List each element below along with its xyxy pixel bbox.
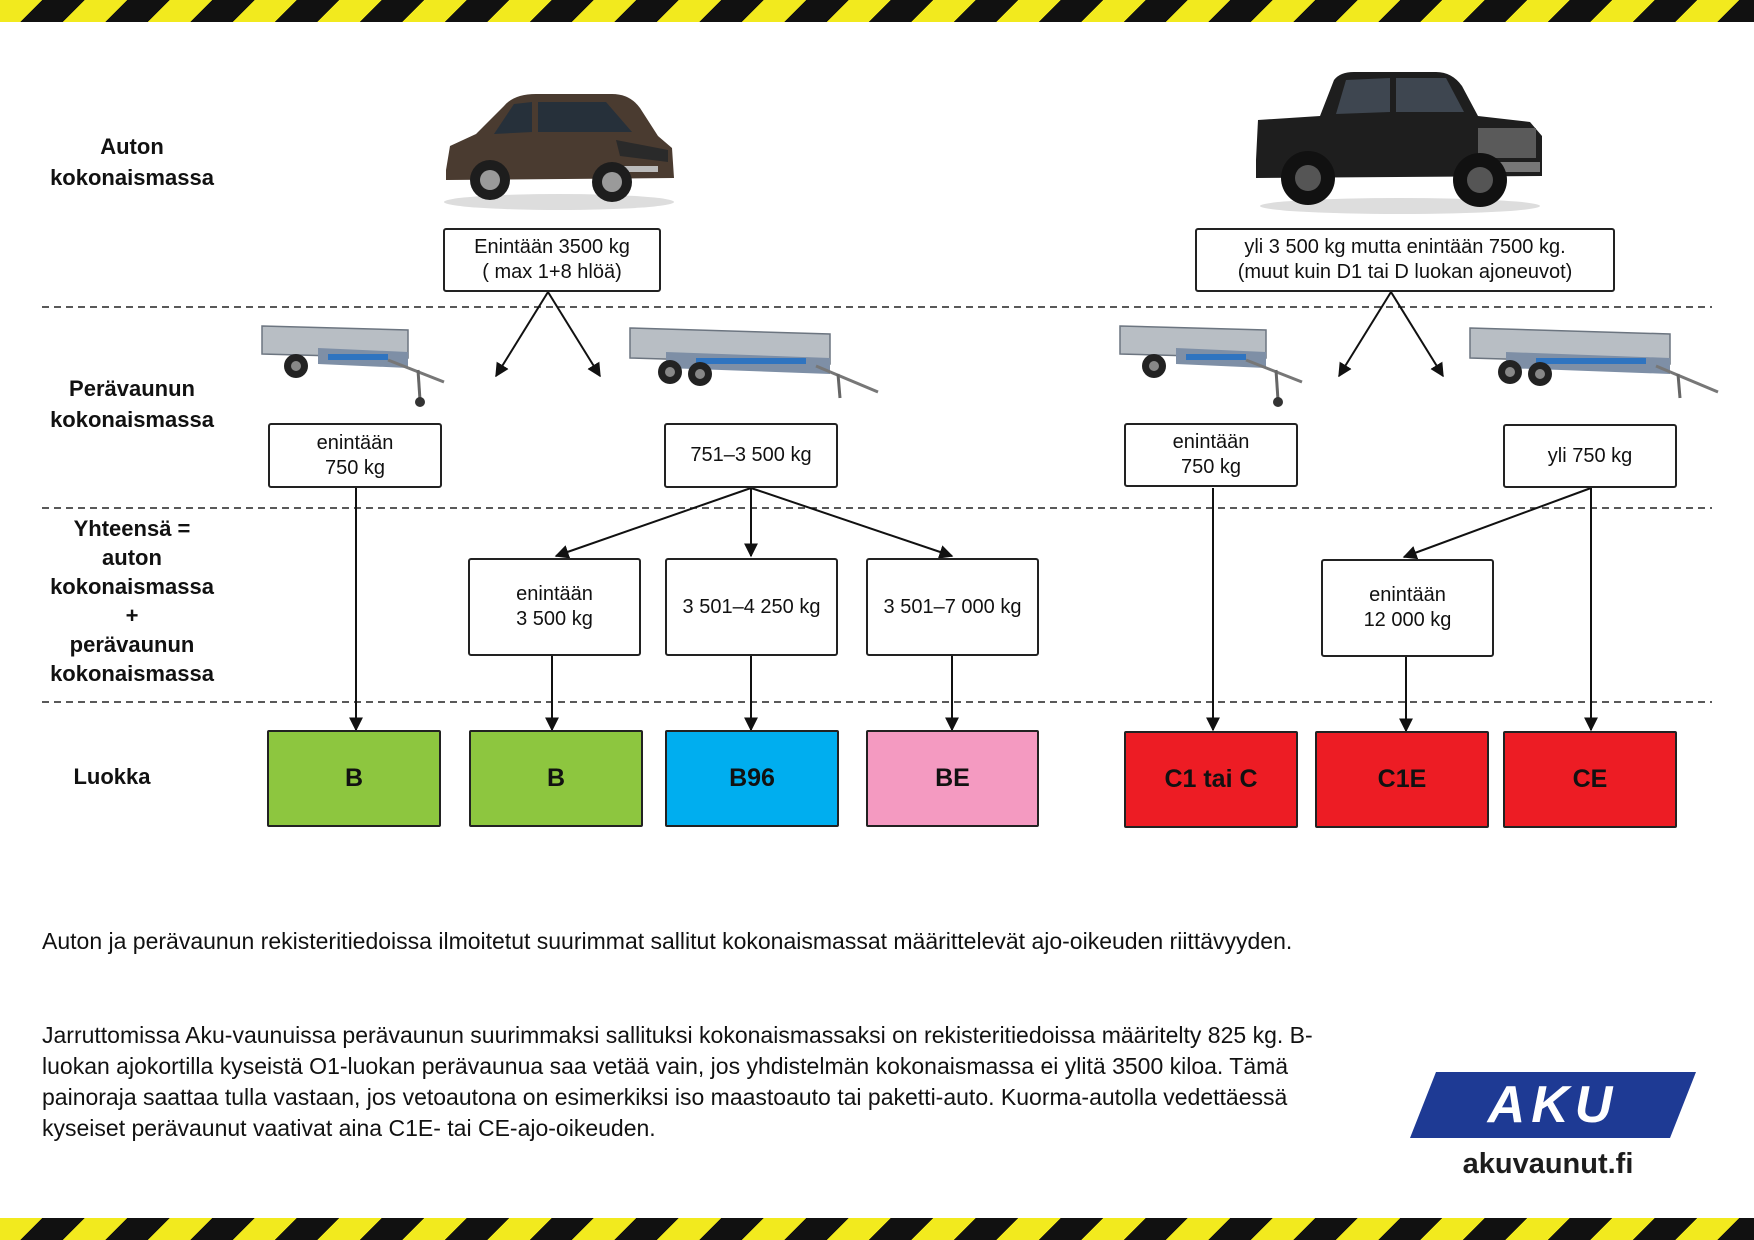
row-label-trailer-mass: Perävaunun kokonaismassa	[50, 376, 214, 432]
svg-text:AKU: AKU	[1486, 1076, 1619, 1134]
class-label: B	[344, 764, 364, 792]
class-box-c1e: C1E	[1315, 731, 1489, 828]
pickup-truck-image	[1256, 72, 1542, 214]
total-mass-box: 3 501–7 000 kg	[866, 558, 1039, 656]
row-label-class: Luokka	[73, 764, 151, 789]
car-mass-box-left: Enintään 3500 kg ( max 1+8 hlöä)	[443, 228, 661, 292]
single-axle-trailer-image	[1119, 325, 1303, 407]
suv-car-image	[444, 94, 674, 210]
trailer-mass-box: enintään 750 kg	[1124, 423, 1298, 487]
row-label-total-mass: Yhteensä = auton kokonaismassa + perävau…	[50, 516, 214, 686]
row-label-car-mass: Auton kokonaismassa	[50, 134, 214, 190]
class-label: B96	[729, 764, 775, 792]
class-box-b96: B96	[665, 730, 839, 827]
trailer-mass-box: enintään 750 kg	[268, 423, 442, 488]
class-label: C1E	[1377, 765, 1427, 793]
total-mass-box: enintään 12 000 kg	[1321, 559, 1494, 657]
hazard-stripe-bottom	[0, 1218, 1754, 1240]
class-label: BE	[935, 764, 970, 792]
row-dividers	[42, 306, 1712, 703]
single-axle-trailer-image	[261, 325, 445, 407]
class-box-c1-tai-c: C1 tai C	[1124, 731, 1298, 828]
flow-arrows	[349, 291, 1598, 733]
website-url[interactable]: akuvaunut.fi	[1462, 1148, 1634, 1180]
class-label: C1 tai C	[1164, 765, 1258, 793]
double-axle-trailer-image	[629, 327, 879, 399]
class-box-ce: CE	[1503, 731, 1677, 828]
class-box-b: B	[267, 730, 441, 827]
trailer-mass-box: yli 750 kg	[1503, 424, 1677, 488]
class-box-b: B	[469, 730, 643, 827]
aku-logo: AKU	[1410, 1072, 1696, 1138]
total-mass-box: enintään 3 500 kg	[468, 558, 641, 656]
hazard-stripe-top	[0, 0, 1754, 22]
class-box-be: BE	[866, 730, 1039, 827]
info-paragraph-2: Jarruttomissa Aku-vaunuissa perävaunun s…	[42, 1022, 1313, 1141]
class-label: CE	[1572, 765, 1608, 793]
total-mass-box: 3 501–4 250 kg	[665, 558, 838, 656]
car-mass-box-right: yli 3 500 kg mutta enintään 7500 kg. (mu…	[1195, 228, 1615, 292]
info-paragraph-1: Auton ja perävaunun rekisteritiedoissa i…	[42, 928, 1293, 954]
double-axle-trailer-image	[1469, 327, 1719, 399]
trailer-mass-box: 751–3 500 kg	[664, 423, 838, 488]
class-label: B	[546, 764, 566, 792]
